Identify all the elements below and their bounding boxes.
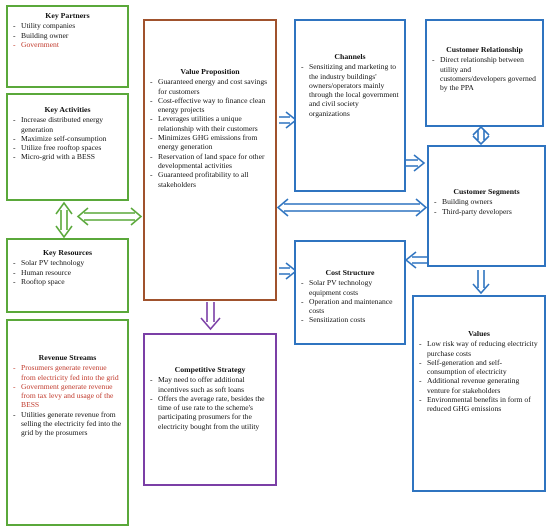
values-box: Values Low risk way of reducing electric… [412,295,546,492]
values-title: Values [468,329,490,338]
list-item: Guaranteed profitability to all stakehol… [150,170,270,189]
list-item: Rooftop space [13,277,122,287]
list-item: Sensitizing and marketing to the industr… [301,62,399,118]
revenue-streams-box: Revenue Streams Prosumers generate reven… [6,319,129,526]
arrow-value-segments [276,198,428,217]
arrow-segments-values [472,270,490,295]
value-proposition-box: Value Proposition Guaranteed energy and … [143,19,277,301]
values-list: Low risk way of reducing electricity pur… [419,339,539,413]
arrow-value-competitive [200,302,221,331]
list-item: Maximize self-consumption [13,134,122,144]
list-item: Prosumers generate revenue from electric… [13,363,122,382]
list-item: Additional revenue generating venture fo… [419,376,539,395]
customer-segments-box: Customer Segments Building owners Third-… [427,145,546,267]
customer-segments-list: Building owners Third-party developers [434,197,539,216]
list-item: Offers the average rate, besides the tim… [150,394,270,431]
list-item: Solar PV technology equipment costs [301,278,399,297]
channels-box: Channels Sensitizing and marketing to th… [294,19,406,192]
list-item: Low risk way of reducing electricity pur… [419,339,539,358]
arrow-relationship-segments [472,125,490,146]
arrow-left-value [76,207,143,226]
list-item: Cost-effective way to finance clean ener… [150,96,270,115]
key-activities-title: Key Activities [44,105,91,114]
arrow-activities-resources [55,201,73,239]
list-item: Government generate revenue from tax lev… [13,382,122,410]
value-proposition-title: Value Proposition [180,67,240,76]
list-item: Utilize free rooftop spaces [13,143,122,153]
competitive-strategy-list: May need to offer additional incentives … [150,375,270,431]
value-proposition-list: Guaranteed energy and cost savings for c… [150,77,270,189]
competitive-strategy-box: Competitive Strategy May need to offer a… [143,333,277,486]
list-item: Guaranteed energy and cost savings for c… [150,77,270,96]
list-item: Third-party developers [434,207,539,217]
list-item: May need to offer additional incentives … [150,375,270,394]
list-item: Human resource [13,268,122,278]
cost-structure-title: Cost Structure [325,268,375,277]
list-item: Building owner [13,31,122,41]
list-item: Operation and maintenance costs [301,297,399,316]
list-item: Reservation of land space for other deve… [150,152,270,171]
key-partners-box: Key Partners Utility companies Building … [6,5,129,88]
key-activities-list: Increase distributed energy generation M… [13,115,122,162]
customer-relationship-box: Customer Relationship Direct relationshi… [425,19,544,127]
list-item: Solar PV technology [13,258,122,268]
key-partners-title: Key Partners [45,11,90,20]
list-item: Government [13,40,122,50]
customer-relationship-title: Customer Relationship [446,45,523,54]
list-item: Increase distributed energy generation [13,115,122,134]
arrow-channels-segments [405,154,426,172]
cost-structure-list: Solar PV technology equipment costs Oper… [301,278,399,325]
key-resources-title: Key Resources [42,248,92,257]
revenue-streams-title: Revenue Streams [38,353,97,362]
key-resources-box: Key Resources Solar PV technology Human … [6,238,129,313]
key-partners-list: Utility companies Building owner Governm… [13,21,122,49]
list-item: Utility companies [13,21,122,31]
customer-segments-title: Customer Segments [453,187,520,196]
channels-title: Channels [334,52,366,61]
cost-structure-box: Cost Structure Solar PV technology equip… [294,240,406,345]
customer-relationship-list: Direct relationship between utility and … [432,55,537,92]
list-item: Minimizes GHG emissions from energy gene… [150,133,270,152]
list-item: Utilities generate revenue from selling … [13,410,122,438]
list-item: Environmental benefits in form of reduce… [419,395,539,414]
list-item: Leverages utilities a unique relationshi… [150,114,270,133]
list-item: Sensitization costs [301,315,399,325]
competitive-strategy-title: Competitive Strategy [174,365,246,374]
list-item: Direct relationship between utility and … [432,55,537,92]
key-resources-list: Solar PV technology Human resource Rooft… [13,258,122,286]
list-item: Building owners [434,197,539,207]
revenue-streams-list: Prosumers generate revenue from electric… [13,363,122,437]
arrow-segments-cost [404,251,427,269]
channels-list: Sensitizing and marketing to the industr… [301,62,399,118]
list-item: Micro-grid with a BESS [13,152,122,162]
key-activities-box: Key Activities Increase distributed ener… [6,93,129,201]
list-item: Self-generation and self-consumption of … [419,358,539,377]
